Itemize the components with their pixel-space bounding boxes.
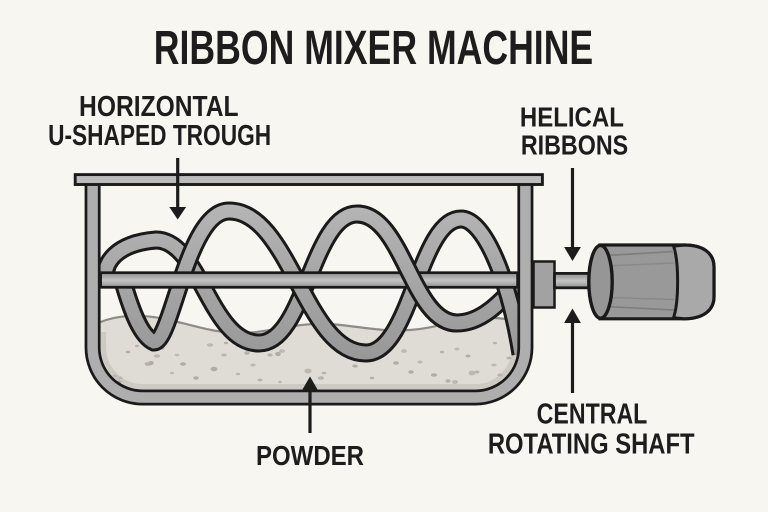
svg-text:CENTRAL: CENTRAL bbox=[537, 399, 648, 431]
svg-text:HORIZONTAL: HORIZONTAL bbox=[79, 91, 239, 123]
svg-text:POWDER: POWDER bbox=[256, 440, 364, 471]
svg-text:RIBBON MIXER MACHINE: RIBBON MIXER MACHINE bbox=[154, 22, 593, 75]
svg-text:U-SHAPED TROUGH: U-SHAPED TROUGH bbox=[48, 120, 271, 152]
svg-text:HELICAL: HELICAL bbox=[520, 101, 624, 132]
svg-text:ROTATING SHAFT: ROTATING SHAFT bbox=[488, 429, 695, 461]
svg-text:RIBBONS: RIBBONS bbox=[521, 129, 628, 160]
